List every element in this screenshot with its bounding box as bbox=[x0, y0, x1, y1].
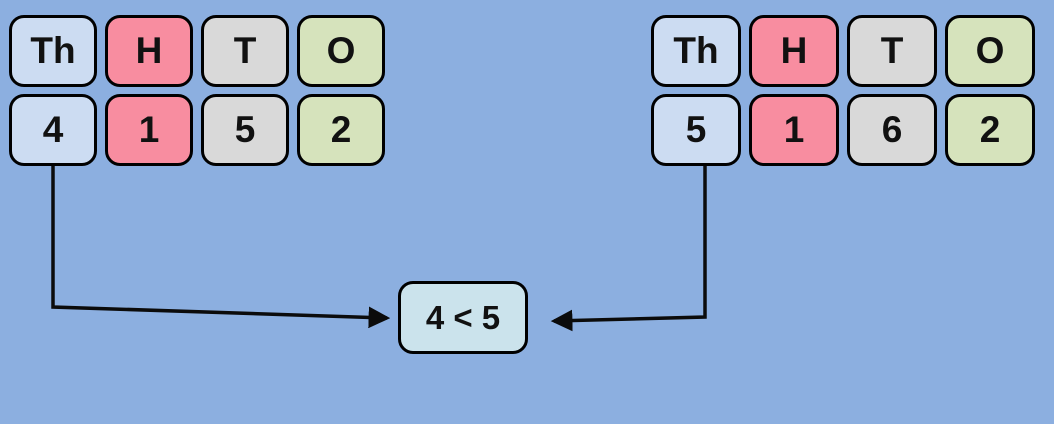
left-header-hundreds: H bbox=[105, 15, 193, 87]
left-digit-tens: 5 bbox=[201, 94, 289, 166]
right-digit-ones: 2 bbox=[945, 94, 1035, 166]
left-header-ones: O bbox=[297, 15, 385, 87]
left-digit-ones: 2 bbox=[297, 94, 385, 166]
right-digit-hundreds: 1 bbox=[749, 94, 839, 166]
right-header-hundreds: H bbox=[749, 15, 839, 87]
right-header-tens: T bbox=[847, 15, 937, 87]
right-place-value-table: Th H T O 5 1 6 2 bbox=[651, 15, 1035, 166]
right-header-ones: O bbox=[945, 15, 1035, 87]
right-thousands-arrow bbox=[550, 166, 707, 332]
right-digit-thousands: 5 bbox=[651, 94, 741, 166]
left-digit-hundreds: 1 bbox=[105, 94, 193, 166]
left-header-thousands: Th bbox=[9, 15, 97, 87]
left-place-value-table: Th H T O 4 1 5 2 bbox=[9, 15, 385, 166]
right-header-thousands: Th bbox=[651, 15, 741, 87]
right-digit-tens: 6 bbox=[847, 94, 937, 166]
left-digit-thousands: 4 bbox=[9, 94, 97, 166]
left-thousands-arrow bbox=[51, 166, 391, 329]
left-header-tens: T bbox=[201, 15, 289, 87]
comparison-result-box: 4 < 5 bbox=[398, 281, 528, 354]
